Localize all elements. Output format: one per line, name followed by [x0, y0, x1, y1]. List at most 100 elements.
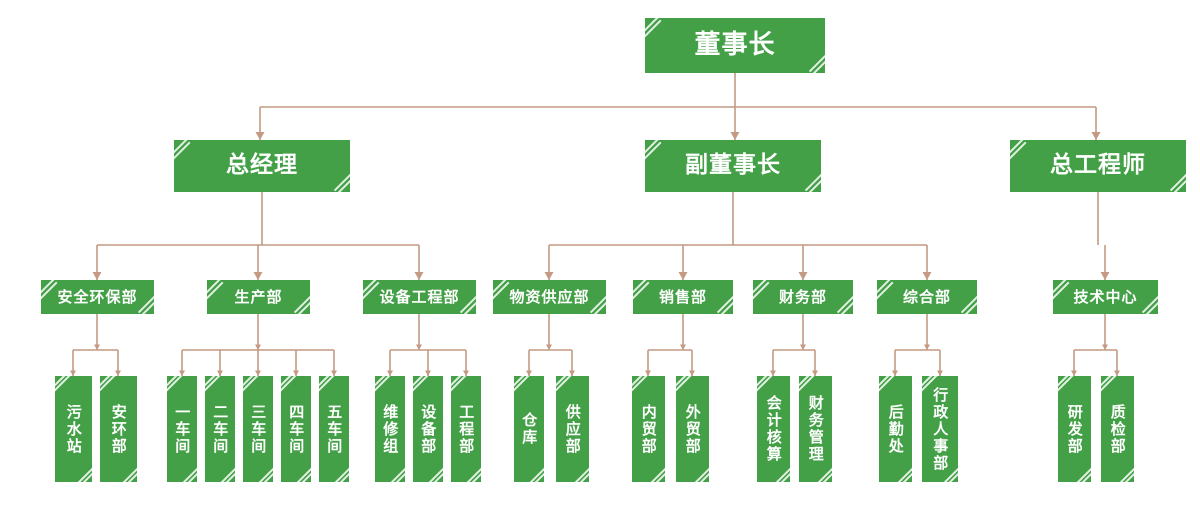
node-unit-9[interactable]: 工程部 [451, 376, 481, 482]
corner-hatch-icon [1010, 140, 1035, 165]
corner-hatch-icon [292, 463, 311, 482]
node-dept-3[interactable]: 物资供应部 [493, 280, 606, 314]
corner-hatch-icon [632, 376, 651, 395]
node-dept-7[interactable]: 技术中心 [1053, 280, 1158, 314]
corner-hatch-icon [893, 463, 912, 482]
corner-hatch-icon [319, 376, 338, 395]
corner-hatch-icon [451, 376, 470, 395]
node-unit-0-label: 污水站 [64, 403, 83, 455]
node-dept-2-label: 设备工程部 [379, 287, 460, 306]
node-unit-15-label: 财务管理 [806, 395, 825, 463]
corner-hatch-icon [879, 376, 898, 395]
node-unit-9-label: 工程部 [457, 403, 476, 455]
corner-hatch-icon [952, 289, 977, 314]
node-unit-17[interactable]: 行政人事部 [922, 376, 958, 482]
corner-hatch-icon [514, 376, 533, 395]
node-dept-3-label: 物资供应部 [509, 287, 590, 306]
node-dept-6[interactable]: 综合部 [877, 280, 977, 314]
corner-hatch-icon [254, 463, 273, 482]
corner-hatch-icon [877, 280, 902, 305]
corner-hatch-icon [799, 376, 818, 395]
node-unit-5-label: 四车间 [287, 403, 306, 455]
corner-hatch-icon [281, 376, 300, 395]
corner-hatch-icon [1058, 376, 1077, 395]
node-unit-11[interactable]: 供应部 [556, 376, 589, 482]
corner-hatch-icon [1115, 463, 1134, 482]
corner-hatch-icon [243, 376, 262, 395]
corner-hatch-icon [55, 376, 74, 395]
corner-hatch-icon [386, 463, 405, 482]
node-unit-11-label: 供应部 [563, 403, 582, 455]
corner-hatch-icon [796, 167, 821, 192]
node-unit-17-label: 行政人事部 [931, 386, 950, 472]
node-level2-1[interactable]: 副董事长 [645, 140, 821, 192]
node-unit-12[interactable]: 内贸部 [632, 376, 665, 482]
node-unit-18[interactable]: 研发部 [1058, 376, 1091, 482]
corner-hatch-icon [167, 376, 186, 395]
node-unit-19[interactable]: 质检部 [1101, 376, 1134, 482]
corner-hatch-icon [753, 280, 778, 305]
corner-hatch-icon [1161, 167, 1186, 192]
node-dept-1[interactable]: 生产部 [207, 280, 310, 314]
node-unit-7-label: 维修组 [381, 403, 400, 455]
corner-hatch-icon [1072, 463, 1091, 482]
node-unit-10[interactable]: 仓库 [514, 376, 544, 482]
node-root-chairman[interactable]: 董事长 [645, 18, 825, 73]
node-level2-0-label: 总经理 [226, 152, 298, 179]
node-dept-4[interactable]: 销售部 [633, 280, 733, 314]
corner-hatch-icon [375, 376, 394, 395]
node-unit-1[interactable]: 安环部 [100, 376, 137, 482]
node-dept-2[interactable]: 设备工程部 [363, 280, 476, 314]
node-level2-1-label: 副董事长 [685, 152, 781, 179]
corner-hatch-icon [178, 463, 197, 482]
node-dept-0[interactable]: 安全环保部 [41, 280, 154, 314]
node-unit-8-label: 设备部 [419, 403, 438, 455]
node-unit-5[interactable]: 四车间 [281, 376, 311, 482]
corner-hatch-icon [690, 463, 709, 482]
node-dept-4-label: 销售部 [658, 287, 707, 306]
corner-hatch-icon [708, 289, 733, 314]
node-dept-1-label: 生产部 [234, 287, 283, 306]
corner-hatch-icon [216, 463, 235, 482]
node-unit-2-label: 一车间 [173, 403, 192, 455]
node-unit-14[interactable]: 会计核算 [757, 376, 790, 482]
node-root-chairman-label: 董事长 [694, 30, 776, 61]
corner-hatch-icon [633, 280, 658, 305]
node-unit-1-label: 安环部 [109, 403, 128, 455]
node-unit-3[interactable]: 二车间 [205, 376, 235, 482]
corner-hatch-icon [100, 376, 119, 395]
corner-hatch-icon [757, 376, 776, 395]
corner-hatch-icon [207, 280, 232, 305]
node-unit-6[interactable]: 五车间 [319, 376, 349, 482]
node-unit-4[interactable]: 三车间 [243, 376, 273, 482]
node-level2-0[interactable]: 总经理 [174, 140, 350, 192]
node-unit-13[interactable]: 外贸部 [676, 376, 709, 482]
corner-hatch-icon [325, 167, 350, 192]
node-unit-0[interactable]: 污水站 [55, 376, 92, 482]
corner-hatch-icon [813, 463, 832, 482]
corner-hatch-icon [645, 18, 670, 43]
corner-hatch-icon [73, 463, 92, 482]
corner-hatch-icon [1101, 376, 1120, 395]
corner-hatch-icon [676, 376, 695, 395]
corner-hatch-icon [413, 376, 432, 395]
node-unit-15[interactable]: 财务管理 [799, 376, 832, 482]
corner-hatch-icon [570, 463, 589, 482]
node-unit-7[interactable]: 维修组 [375, 376, 405, 482]
corner-hatch-icon [556, 376, 575, 395]
node-unit-8[interactable]: 设备部 [413, 376, 443, 482]
corner-hatch-icon [174, 140, 199, 165]
node-unit-13-label: 外贸部 [683, 403, 702, 455]
node-dept-5[interactable]: 财务部 [753, 280, 853, 314]
node-unit-12-label: 内贸部 [639, 403, 658, 455]
node-level2-2[interactable]: 总工程师 [1010, 140, 1186, 192]
node-dept-0-label: 安全环保部 [57, 287, 138, 306]
node-unit-19-label: 质检部 [1108, 403, 1127, 455]
node-dept-6-label: 综合部 [902, 287, 951, 306]
corner-hatch-icon [646, 463, 665, 482]
node-unit-18-label: 研发部 [1065, 403, 1084, 455]
node-unit-2[interactable]: 一车间 [167, 376, 197, 482]
node-unit-16[interactable]: 后勤处 [879, 376, 912, 482]
corner-hatch-icon [330, 463, 349, 482]
